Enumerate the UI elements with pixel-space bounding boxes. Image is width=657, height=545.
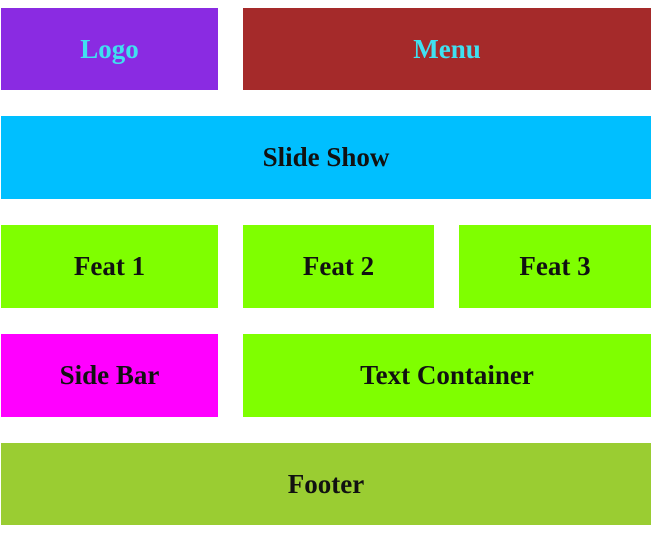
sidebar-box: Side Bar	[1, 334, 218, 417]
footer-label: Footer	[287, 468, 365, 499]
feature-label-3: Feat 3	[519, 251, 591, 281]
text-container-box: Text Container	[243, 334, 651, 417]
feature-box-3: Feat 3	[459, 225, 651, 308]
feature-box-1: Feat 1	[1, 225, 218, 308]
feature-label-2: Feat 2	[302, 251, 375, 281]
menu-label: Menu	[413, 33, 481, 64]
sidebar-label: Side Bar	[59, 360, 160, 390]
slide-show-label: Slide Show	[262, 142, 390, 172]
logo-box: Logo	[1, 8, 218, 90]
menu-box[interactable]: Menu	[243, 8, 651, 90]
feature-box-2: Feat 2	[243, 225, 434, 308]
feature-label-1: Feat 1	[73, 251, 146, 281]
footer-box: Footer	[1, 443, 651, 525]
logo-label: Logo	[80, 33, 139, 64]
text-container-label: Text Container	[360, 360, 534, 390]
slide-show-box: Slide Show	[1, 116, 651, 199]
